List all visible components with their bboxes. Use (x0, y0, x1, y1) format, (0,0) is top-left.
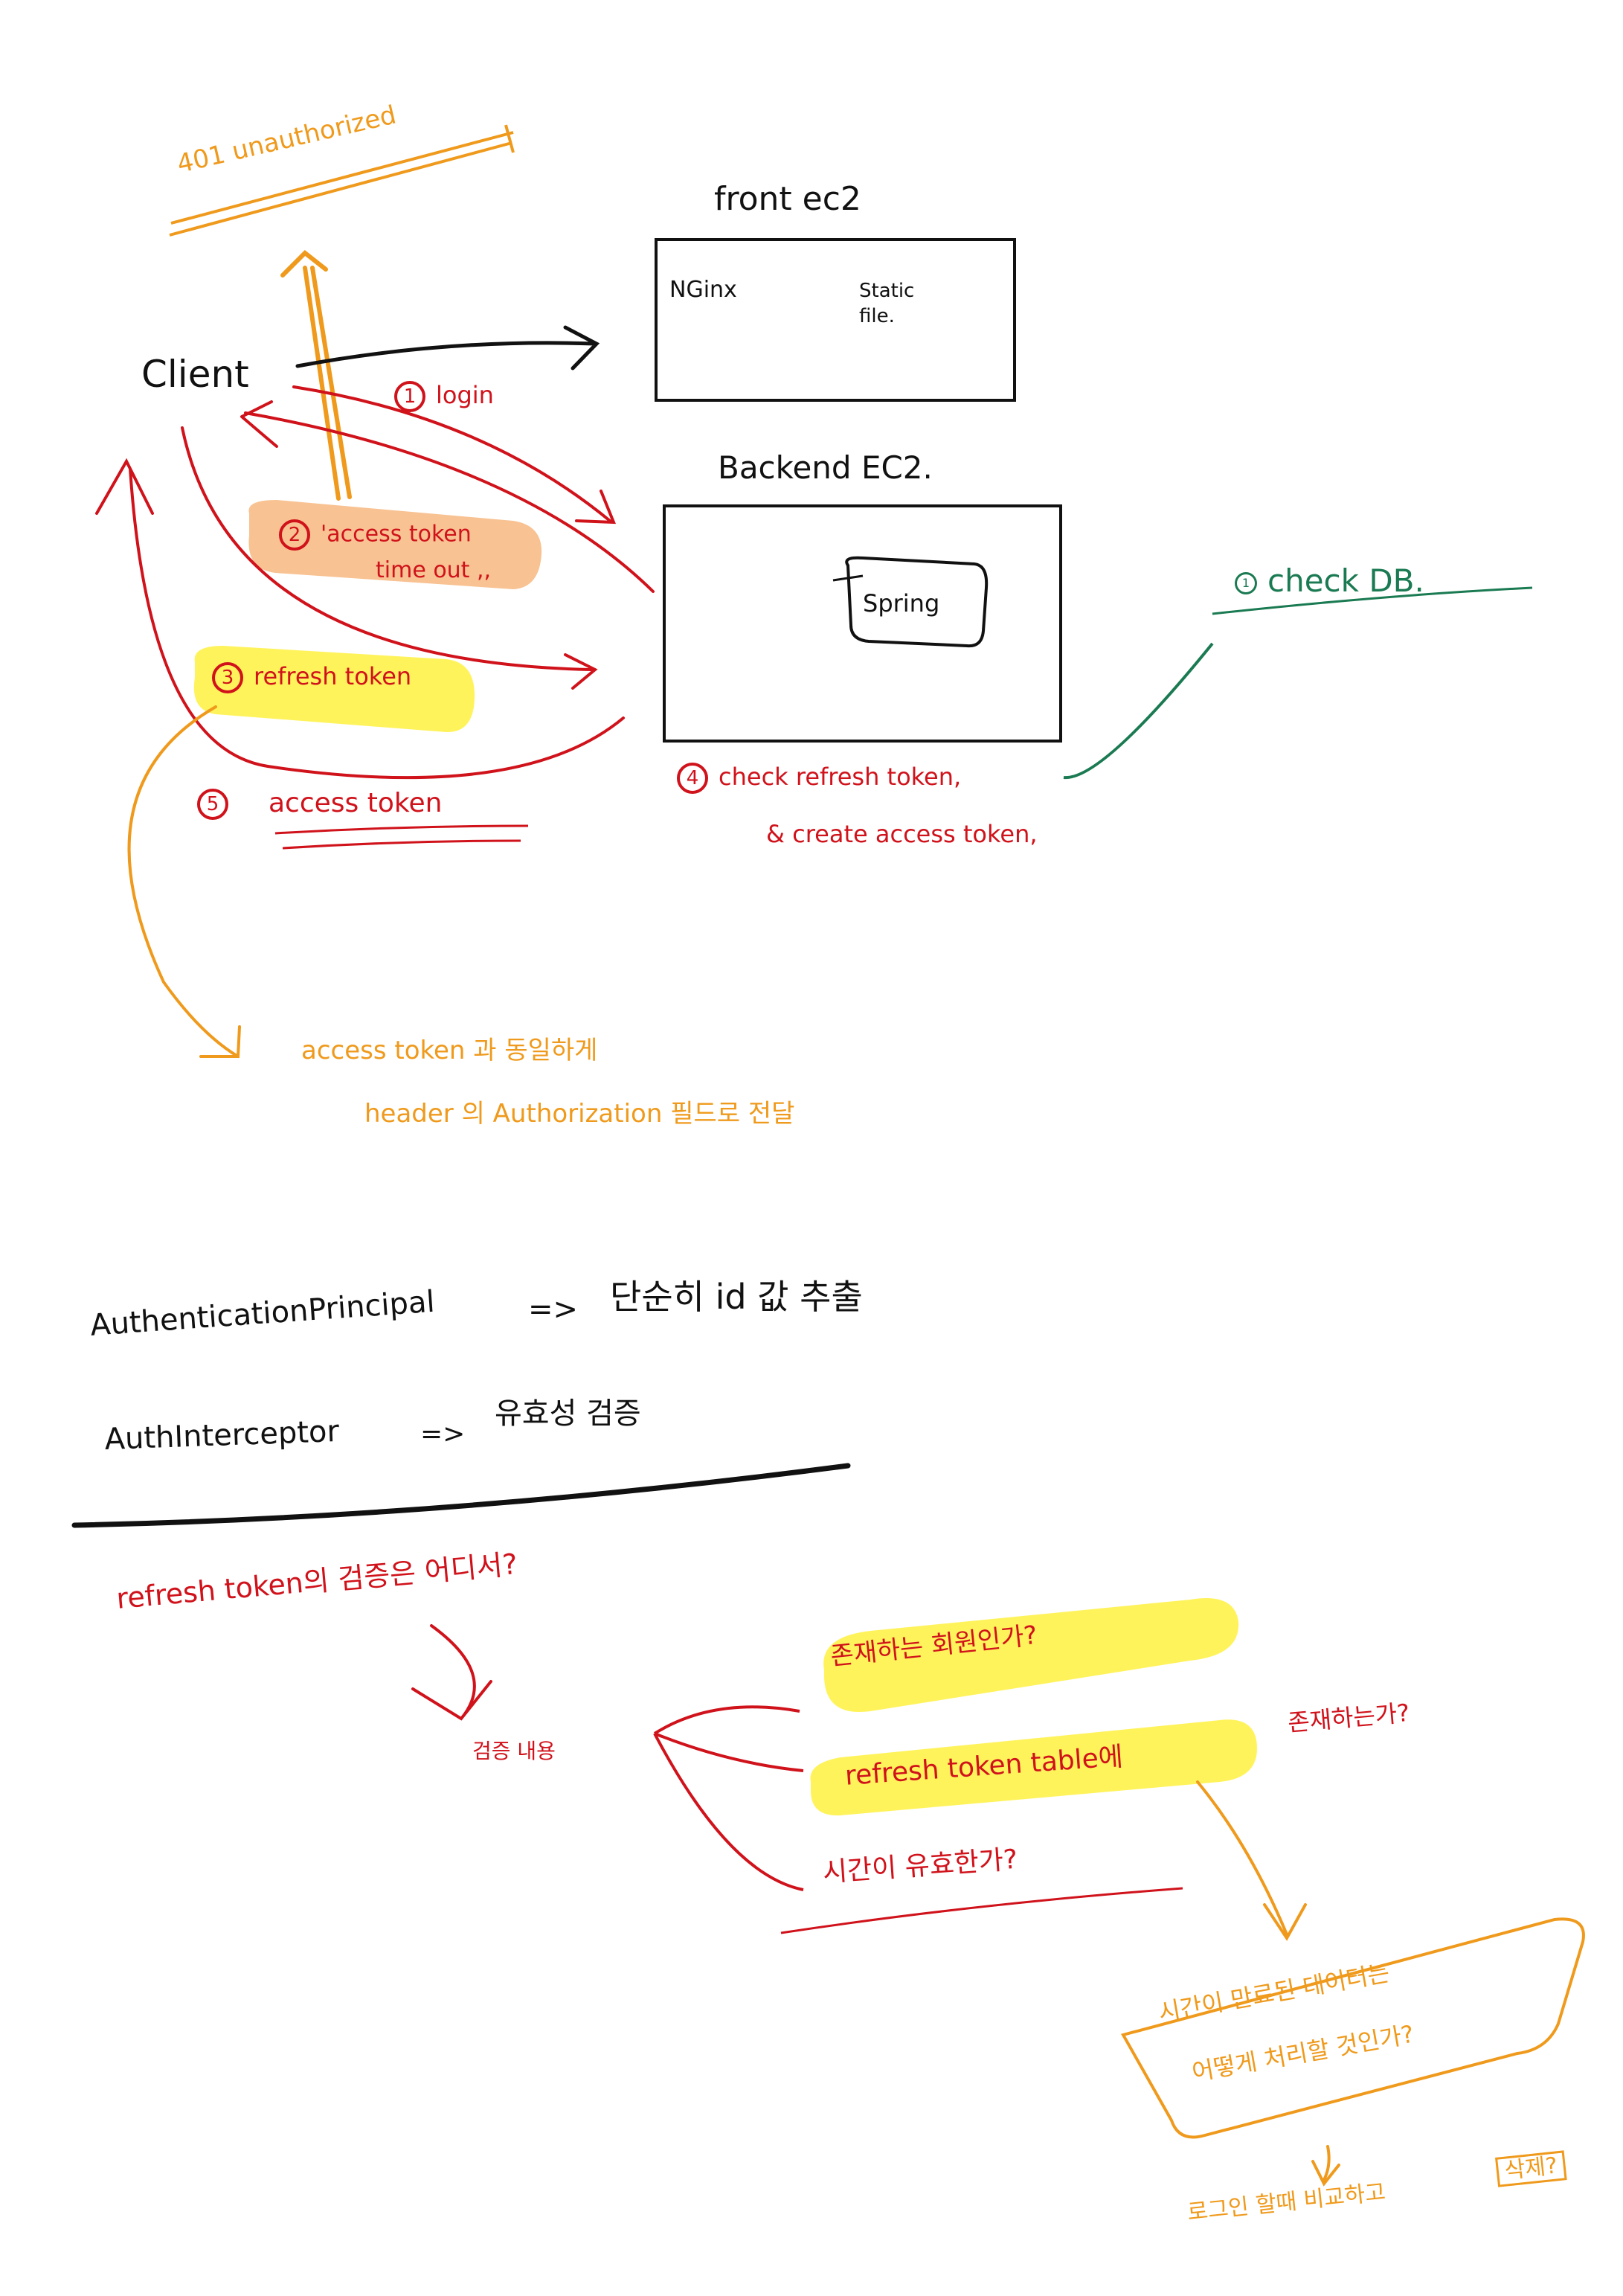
status-underline (169, 131, 514, 237)
login-arrow (292, 385, 617, 525)
spring-label: Spring (863, 589, 940, 618)
client-to-front-arrow (295, 325, 600, 371)
backend-title: Backend EC2. (718, 449, 933, 486)
step5-number: 5 (197, 789, 228, 820)
question-down-arrow (411, 1624, 492, 1721)
check-db-connector (1063, 642, 1214, 780)
step4-number: 4 (677, 763, 708, 794)
refresh-token-highlight (193, 646, 475, 733)
step3-number: 3 (212, 662, 243, 693)
status-underline-tick (504, 124, 515, 153)
front-title: front ec2 (714, 180, 861, 218)
auth-interceptor-desc: 유효성 검증 (495, 1396, 641, 1431)
access-token-underline (274, 824, 529, 850)
branch-mid (654, 1732, 804, 1772)
nginx-label: NGinx (669, 277, 737, 303)
client-label: Client (141, 353, 249, 396)
check-db-label: 1 check DB. (1235, 565, 1424, 597)
note-arrow (127, 705, 241, 1058)
step4-check: 4 check refresh token, (677, 763, 961, 794)
step1-login: 1 login (394, 381, 494, 412)
note-line1: access token 과 동일하게 (301, 1036, 598, 1065)
expired-note-down-arrow (1311, 2145, 1340, 2187)
front-ec2-box (655, 238, 1016, 402)
step2-line1: 'access token (321, 521, 472, 548)
spring-box (845, 556, 989, 648)
time-underline (780, 1887, 1183, 1934)
step1-number: 1 (394, 381, 425, 412)
note-line2: header 의 Authorization 필드로 전달 (364, 1099, 795, 1129)
unauthorized-arrow (280, 249, 352, 501)
table-to-note-arrow (1196, 1780, 1307, 1941)
branch-top (653, 1705, 800, 1735)
auth-interceptor-label: AuthInterceptor (103, 1414, 340, 1457)
static-file-label: Static file. (859, 280, 915, 327)
timeout-arrow (240, 400, 655, 593)
step2-timeout: 2 'access token (279, 519, 472, 551)
refresh-arrow (181, 426, 598, 690)
divider-line (71, 1463, 851, 1528)
check-db-text: check DB. (1267, 562, 1424, 599)
step4-line1: check refresh token, (719, 763, 962, 791)
access-return-arrow (95, 458, 625, 780)
step3-text: refresh token (254, 662, 412, 690)
branch-low (653, 1733, 804, 1891)
step1-text: login (436, 381, 494, 409)
step4-line2: & create access token, (766, 820, 1038, 848)
existing-member-highlight (823, 1598, 1239, 1713)
check-db-underline (1212, 586, 1533, 615)
access-timeout-highlight (248, 500, 542, 589)
auth-principal-arrow: => (528, 1292, 579, 1327)
step2-line2: time out ,, (376, 557, 492, 583)
auth-principal-desc: 단순히 id 값 추출 (610, 1277, 863, 1317)
auth-interceptor-arrow: => (420, 1419, 466, 1449)
step5-access: 5 access token (197, 789, 442, 820)
step5-text: access token (269, 788, 443, 818)
step2-number: 2 (279, 519, 310, 551)
backend-ec2-box (663, 504, 1062, 743)
refresh-table-highlight (810, 1719, 1257, 1816)
step3-refresh: 3 refresh token (212, 662, 411, 693)
verify-contents: 검증 내용 (472, 1739, 556, 1763)
check-db-number: 1 (1235, 571, 1257, 594)
spring-box-tail (832, 574, 864, 582)
expired-note-box (1120, 1917, 1585, 2139)
